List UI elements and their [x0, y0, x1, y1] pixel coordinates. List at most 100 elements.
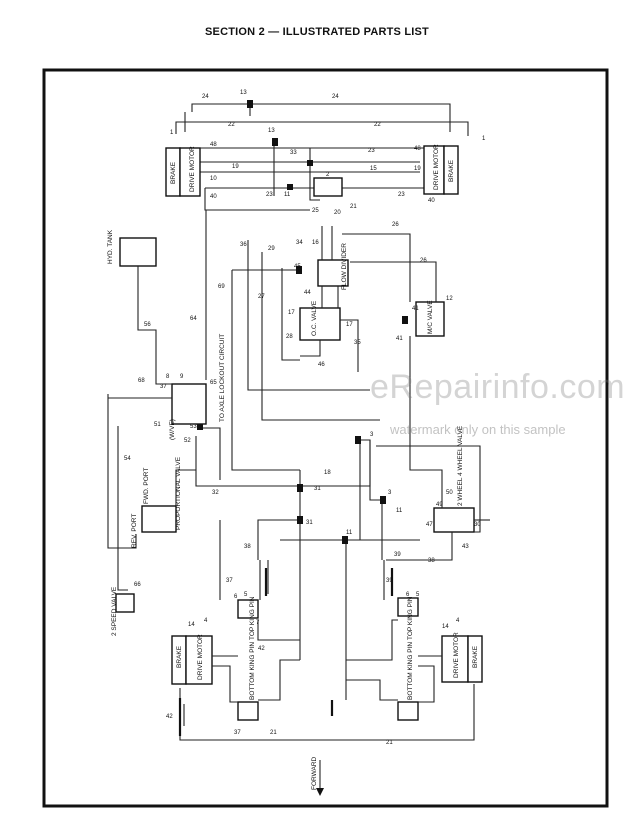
callout: 40 — [210, 194, 217, 200]
callout: 10 — [210, 176, 217, 182]
callout: 44 — [304, 290, 311, 296]
fwd-port-label: FWD. PORT — [143, 468, 150, 504]
callout: 11 — [346, 530, 353, 536]
callout: 14 — [442, 624, 449, 630]
hyd-tank — [119, 237, 157, 267]
forward-arrowhead — [316, 788, 324, 796]
callout: 54 — [124, 456, 131, 462]
callout: 11 — [396, 508, 403, 514]
callout: 7 — [256, 620, 260, 626]
callout: 48 — [414, 146, 421, 152]
callout: 11 — [284, 192, 291, 198]
callout: 18 — [324, 470, 331, 476]
proportional-valve — [141, 505, 177, 533]
callout: 56 — [144, 322, 151, 328]
callout: 8 — [166, 374, 170, 380]
hose-network — [107, 188, 490, 741]
callout: 42 — [258, 646, 265, 652]
brake-br-label: BRAKE — [472, 645, 479, 668]
callout: 26 — [392, 222, 399, 228]
callout: 23 — [266, 192, 273, 198]
drive-motor-bl-label: DRIVE MOTOR — [197, 634, 204, 680]
callout: 5 — [416, 592, 420, 598]
callout: 29 — [268, 246, 275, 252]
callout: 68 — [138, 378, 145, 384]
callout-numbers: 24 13 24 1 22 13 22 1 48 33 23 48 19 15 … — [124, 90, 486, 746]
pump-label: (W/VE) — [169, 419, 176, 440]
callout: 15 — [370, 166, 377, 172]
callout: 21 — [350, 204, 357, 210]
drive-motor-tl-label: DRIVE MOTOR — [189, 146, 196, 192]
callout: 22 — [228, 122, 235, 128]
callout: 28 — [286, 334, 293, 340]
hyd-tank-label: HYD. TANK — [107, 229, 114, 264]
bottom-king-pin-right — [397, 701, 419, 721]
callout: 52 — [184, 438, 191, 444]
callout: 1 — [482, 136, 486, 142]
diagram-frame — [42, 68, 609, 808]
callout: 19 — [232, 164, 239, 170]
callout: 32 — [212, 490, 219, 496]
drive-motor-top-left — [179, 147, 201, 197]
callout: 50 — [446, 490, 453, 496]
callout: 3 — [388, 490, 392, 496]
top-king-pin-right — [397, 597, 419, 617]
top-king-pin-left — [237, 599, 259, 619]
rev-port-label: REV. PORT — [131, 514, 138, 548]
callout: 12 — [446, 296, 453, 302]
callout: 4 — [204, 618, 208, 624]
callout: 34 — [296, 240, 303, 246]
pump-assembly — [171, 383, 207, 425]
callout: 13 — [268, 128, 275, 134]
callout: 66 — [134, 582, 141, 588]
callout: 51 — [154, 422, 161, 428]
component-labels: BRAKE DRIVE MOTOR DRIVE MOTOR BRAKE HYD.… — [107, 144, 479, 790]
callout: 16 — [312, 240, 319, 246]
two-speed-valve — [115, 593, 135, 613]
callout: 43 — [462, 544, 469, 550]
callout: 24 — [332, 94, 339, 100]
drive-motor-bottom-left — [185, 635, 213, 685]
two-speed-valve-label: 2 SPEED VALVE — [111, 586, 118, 636]
callout: 24 — [202, 94, 209, 100]
callout: 69 — [218, 284, 225, 290]
brake-bl-label: BRAKE — [176, 645, 183, 668]
callout: 9 — [180, 374, 184, 380]
flow-divider-label: FLOW DIVIDER — [341, 243, 348, 290]
callout: 22 — [374, 122, 381, 128]
callout: 49 — [436, 502, 443, 508]
callout: 37 — [160, 384, 167, 390]
callout: 27 — [258, 294, 265, 300]
callout: 38 — [244, 544, 251, 550]
callout: 39 — [386, 578, 393, 584]
axle-lockout-label: TO AXLE LOCKOUT CIRCUIT — [219, 334, 226, 422]
mc-valve-label: M/C VALVE — [427, 300, 434, 334]
callout: 21 — [386, 740, 393, 746]
bottom-king-pin-r-label: BOTTOM KING PIN — [407, 642, 414, 700]
watermark-note: watermark only on this sample — [390, 422, 566, 437]
bottom-king-pin-left — [237, 701, 259, 721]
bottom-king-pin-l-label: BOTTOM KING PIN — [249, 642, 256, 700]
two-wheel-valve-label: 2 WHEEL 4 WHEEL VALVE — [457, 425, 464, 506]
callout: 53 — [190, 424, 197, 430]
brake-bottom-right — [467, 635, 483, 683]
fitting-upper-center — [313, 177, 343, 197]
mc-valve — [415, 301, 445, 337]
callout: 35 — [354, 340, 361, 346]
callout: 14 — [188, 622, 195, 628]
callout: 6 — [406, 592, 410, 598]
callout: 3 — [370, 432, 374, 438]
callout: 39 — [394, 552, 401, 558]
callout: 48 — [210, 142, 217, 148]
callout: 19 — [414, 166, 421, 172]
callout: 47 — [426, 522, 433, 528]
callout: 41 — [412, 306, 419, 312]
watermark-site: eRepairinfo.com — [370, 368, 626, 406]
callout: 13 — [240, 90, 247, 96]
callout: 31 — [314, 486, 321, 492]
two-wheel-valve — [433, 507, 475, 533]
callout: 5 — [244, 592, 248, 598]
callout: 46 — [318, 362, 325, 368]
tee-fittings — [197, 100, 408, 544]
